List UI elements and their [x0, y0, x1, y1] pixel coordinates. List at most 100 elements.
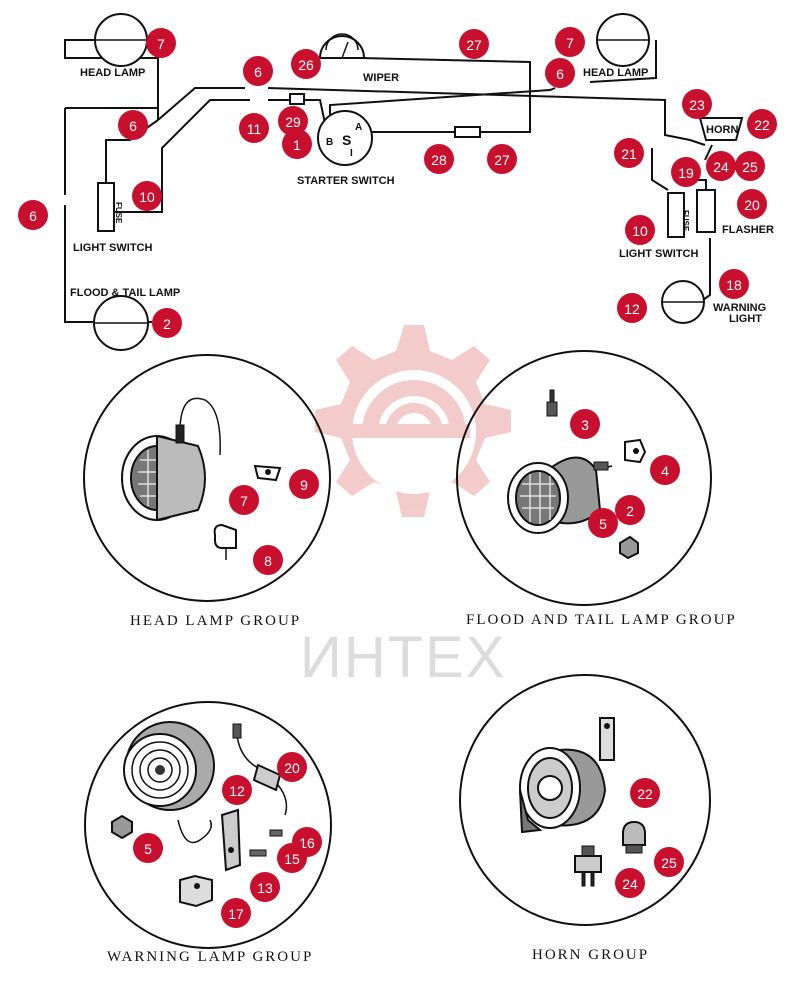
callout-number: 24 [622, 876, 638, 892]
callout-number: 25 [742, 159, 758, 175]
warning-lamp-group [84, 701, 332, 949]
callout-badge: 6 [243, 56, 273, 86]
callout-badge: 12 [617, 293, 647, 323]
callout-circle [615, 868, 645, 898]
callout-number: 7 [240, 493, 248, 509]
callout-badge: 15 [277, 843, 307, 873]
callout-circle [132, 181, 162, 211]
callout-badge: 26 [291, 49, 321, 79]
callout-number: 21 [621, 146, 637, 162]
callout-badge: 10 [625, 215, 655, 245]
horn-symbol [698, 117, 744, 141]
watermark-gear-logo [315, 325, 511, 517]
callout-number: 1 [293, 137, 301, 153]
callout-circle [133, 833, 163, 863]
switch-terminal-i: I [350, 148, 353, 159]
callout-number: 2 [626, 503, 634, 519]
switch-terminal-a: A [355, 122, 362, 133]
callout-badge: 18 [719, 269, 749, 299]
callout-circle [735, 151, 765, 181]
callout-number: 26 [298, 57, 314, 73]
callout-number: 6 [254, 64, 262, 80]
callout-circle [277, 752, 307, 782]
callout-circle [625, 215, 655, 245]
callout-circle [243, 56, 273, 86]
callout-badge: 6 [118, 110, 148, 140]
callout-circle [253, 545, 283, 575]
callout-badge: 9 [289, 469, 319, 499]
right-fuse-label: FUSE [681, 210, 690, 232]
callout-badge: 1 [282, 129, 312, 159]
callout-circle [291, 49, 321, 79]
callout-badge: 13 [250, 872, 280, 902]
callout-number: 27 [494, 152, 510, 168]
callout-circle [278, 106, 308, 136]
label-warning-light-line1: WARNING [713, 302, 766, 314]
left-fuse-label: FUSE [114, 202, 123, 224]
label-flood-tail-lamp: FLOOD & TAIL LAMP [70, 287, 180, 299]
right-fuse-symbol [667, 192, 685, 238]
label-warning-light-line2: LIGHT [729, 313, 762, 325]
callout-circle [706, 151, 736, 181]
callout-number: 6 [129, 118, 137, 134]
callout-badge: 25 [654, 847, 684, 877]
callout-badge: 6 [545, 58, 575, 88]
callout-number: 7 [157, 36, 165, 52]
callout-circle [282, 129, 312, 159]
callout-circle [630, 778, 660, 808]
callout-number: 10 [632, 223, 648, 239]
label-wiper: WIPER [363, 72, 399, 84]
callout-badge: 5 [588, 508, 618, 538]
callout-badge: 22 [630, 778, 660, 808]
callout-circle [545, 58, 575, 88]
callout-badge: 21 [614, 138, 644, 168]
label-starter-switch: STARTER SWITCH [297, 175, 395, 187]
callout-number: 17 [228, 906, 244, 922]
callout-number: 7 [566, 35, 574, 51]
callout-badge: 20 [277, 752, 307, 782]
callout-number: 15 [284, 851, 300, 867]
callout-badge: 4 [650, 455, 680, 485]
callout-number: 6 [556, 66, 564, 82]
callout-badge: 25 [735, 151, 765, 181]
callout-circle [222, 775, 252, 805]
callout-number: 4 [661, 463, 669, 479]
callout-badge: 23 [682, 89, 712, 119]
callout-circle [570, 409, 600, 439]
callout-circle [289, 469, 319, 499]
callout-number: 11 [247, 121, 262, 137]
label-light-switch-left: LIGHT SWITCH [73, 242, 152, 254]
callout-circle [650, 455, 680, 485]
callout-badge: 7 [146, 28, 176, 58]
callout-badge: 2 [152, 308, 182, 338]
callout-badge: 10 [132, 181, 162, 211]
head-lamp-group [83, 354, 331, 602]
callout-number: 18 [726, 277, 742, 293]
callout-circle [737, 189, 767, 219]
group-title-head-lamp: HEAD LAMP GROUP [130, 613, 301, 629]
connector-28 [454, 126, 481, 138]
callout-badge: 12 [222, 775, 252, 805]
watermark-text: ИНТЕХ [300, 625, 506, 690]
callout-badge: 17 [221, 898, 251, 928]
callout-number: 5 [144, 841, 152, 857]
callout-number: 24 [713, 159, 729, 175]
callout-badge: 27 [487, 144, 517, 174]
callout-number: 3 [581, 417, 589, 433]
callout-number: 28 [431, 152, 447, 168]
callout-badge: 29 [278, 106, 308, 136]
callout-circle [146, 28, 176, 58]
switch-terminal-s: S [342, 132, 351, 148]
callout-number: 20 [284, 760, 300, 776]
callout-circle [671, 157, 701, 187]
group-title-horn: HORN GROUP [532, 947, 649, 963]
callout-badge: 11 [239, 113, 269, 143]
callout-number: 23 [689, 97, 705, 113]
callout-badge: 22 [747, 109, 777, 139]
callout-circle [152, 308, 182, 338]
callout-circle [654, 847, 684, 877]
callout-badge: 2 [615, 495, 645, 525]
callout-number: 20 [744, 197, 760, 213]
